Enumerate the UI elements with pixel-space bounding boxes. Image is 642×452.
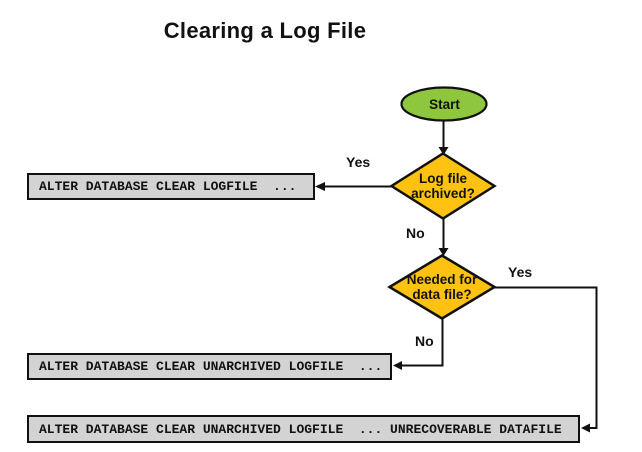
decision-needed-datafile-label: Needed for data file?: [395, 271, 489, 303]
edge-label-needed-yes: Yes: [508, 264, 533, 280]
diagram-title: Clearing a Log File: [163, 18, 367, 43]
arrowhead-left-icon: [315, 182, 325, 191]
decision-log-archived-shape: [389, 152, 497, 220]
decision2-line2: data file?: [412, 287, 472, 302]
decision-log-archived-label: Log file archived?: [396, 170, 490, 202]
decision1-line2: archived?: [411, 186, 475, 201]
decision-needed-datafile-shape: [387, 254, 497, 320]
process-clear-unarchived-logfile: ALTER DATABASE CLEAR UNARCHIVED LOGFILE …: [27, 353, 392, 380]
process-clear-logfile: ALTER DATABASE CLEAR LOGFILE ...: [27, 173, 315, 200]
start-node-shape: [400, 86, 488, 122]
arrowhead-down-icon: [438, 147, 449, 155]
connector-needed-yes: [494, 286, 598, 429]
decision2-line1: Needed for: [406, 272, 478, 287]
decision1-line1: Log file: [419, 171, 467, 186]
arrowhead-left-icon: [393, 361, 402, 370]
arrowhead-left-icon: [581, 423, 590, 433]
process-clear-unarchived-unrecoverable: ALTER DATABASE CLEAR UNARCHIVED LOGFILE …: [27, 415, 580, 443]
start-node-label: Start: [402, 88, 487, 121]
edge-label-archived-no: No: [406, 225, 425, 241]
arrowhead-down-icon: [438, 248, 449, 256]
edge-label-archived-yes: Yes: [346, 154, 371, 170]
connector-needed-no: [402, 318, 444, 367]
start-label-text: Start: [429, 97, 460, 112]
edge-label-needed-no: No: [415, 333, 434, 349]
